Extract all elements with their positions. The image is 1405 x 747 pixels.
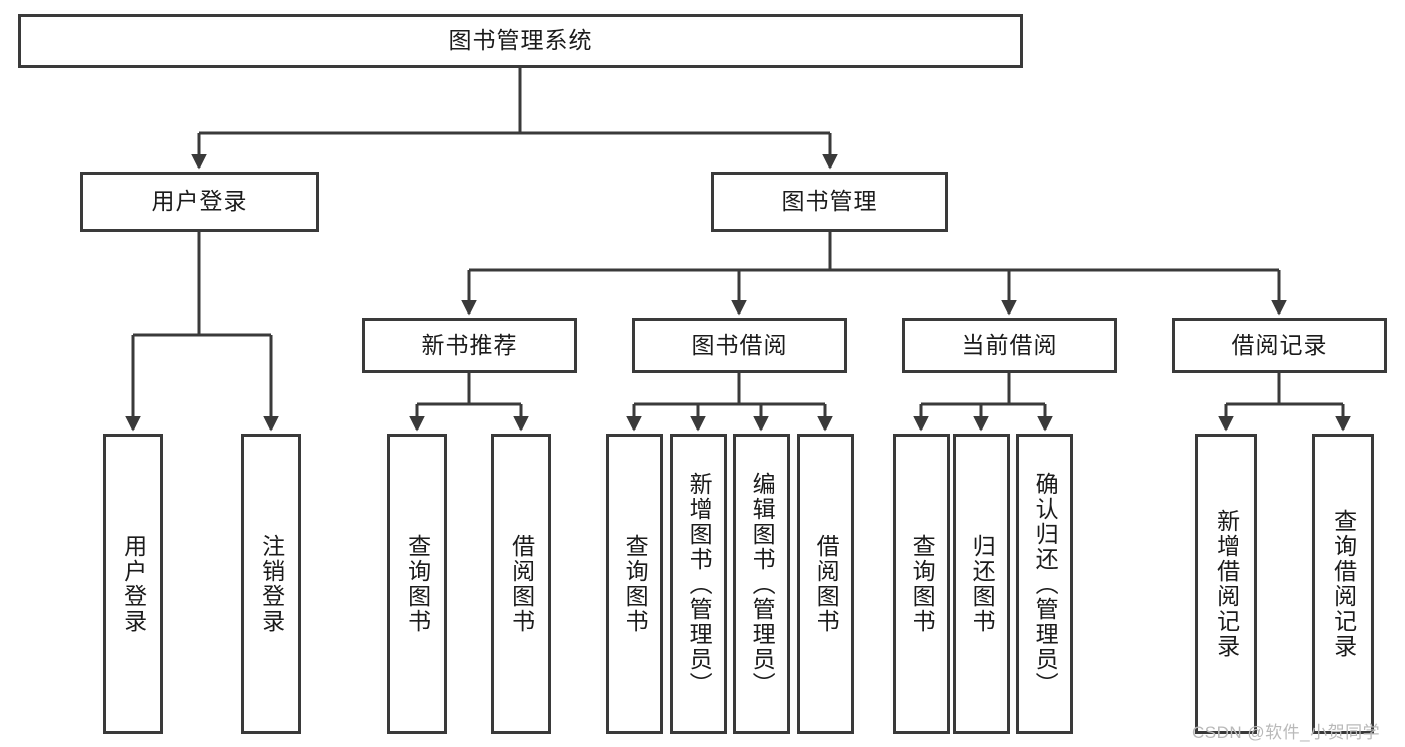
node-leaf-borrow-book-1[interactable]: 借阅图书 [491,434,551,734]
node-book-borrow[interactable]: 图书借阅 [632,318,847,373]
node-book-manage[interactable]: 图书管理 [711,172,948,232]
node-leaf-query-book-3[interactable]: 查询图书 [893,434,950,734]
node-leaf-borrow-book-1-label: 借阅图书 [508,534,535,634]
node-leaf-logout-label: 注销登录 [258,534,285,634]
watermark: CSDN @软件_小贺同学 [1192,723,1381,742]
node-borrow-record-label: 借阅记录 [1231,331,1328,358]
node-leaf-add-book-label: 新增图书（管理员） [686,471,713,697]
node-current-borrow-label: 当前借阅 [961,331,1058,358]
node-leaf-user-login-label: 用户登录 [120,534,147,634]
node-leaf-return-book[interactable]: 归还图书 [953,434,1010,734]
node-book-manage-label: 图书管理 [781,188,878,215]
node-leaf-borrow-book-2-label: 借阅图书 [813,534,840,634]
node-leaf-query-book-3-label: 查询图书 [909,534,936,634]
node-leaf-add-record-label: 新增借阅记录 [1213,509,1240,659]
node-leaf-add-book[interactable]: 新增图书（管理员） [670,434,727,734]
node-leaf-return-book-label: 归还图书 [969,534,996,634]
node-leaf-confirm-return[interactable]: 确认归还（管理员） [1016,434,1073,734]
node-root[interactable]: 图书管理系统 [18,14,1023,68]
node-leaf-query-record[interactable]: 查询借阅记录 [1312,434,1374,734]
node-leaf-query-book-2[interactable]: 查询图书 [606,434,663,734]
node-user-login-label: 用户登录 [151,188,248,215]
node-leaf-user-login[interactable]: 用户登录 [103,434,163,734]
node-user-login[interactable]: 用户登录 [80,172,319,232]
node-borrow-record[interactable]: 借阅记录 [1172,318,1387,373]
node-leaf-logout[interactable]: 注销登录 [241,434,301,734]
node-root-label: 图书管理系统 [448,27,593,54]
node-leaf-query-record-label: 查询借阅记录 [1330,509,1357,659]
node-leaf-confirm-return-label: 确认归还（管理员） [1032,471,1059,697]
node-leaf-borrow-book-2[interactable]: 借阅图书 [797,434,854,734]
node-leaf-query-book-1[interactable]: 查询图书 [387,434,447,734]
node-new-book-recommend[interactable]: 新书推荐 [362,318,577,373]
node-book-borrow-label: 图书借阅 [691,331,788,358]
node-current-borrow[interactable]: 当前借阅 [902,318,1117,373]
node-leaf-edit-book-label: 编辑图书（管理员） [749,471,776,697]
node-leaf-query-book-1-label: 查询图书 [404,534,431,634]
node-leaf-edit-book[interactable]: 编辑图书（管理员） [733,434,790,734]
node-leaf-query-book-2-label: 查询图书 [622,534,649,634]
node-new-book-recommend-label: 新书推荐 [421,331,518,358]
node-leaf-add-record[interactable]: 新增借阅记录 [1195,434,1257,734]
